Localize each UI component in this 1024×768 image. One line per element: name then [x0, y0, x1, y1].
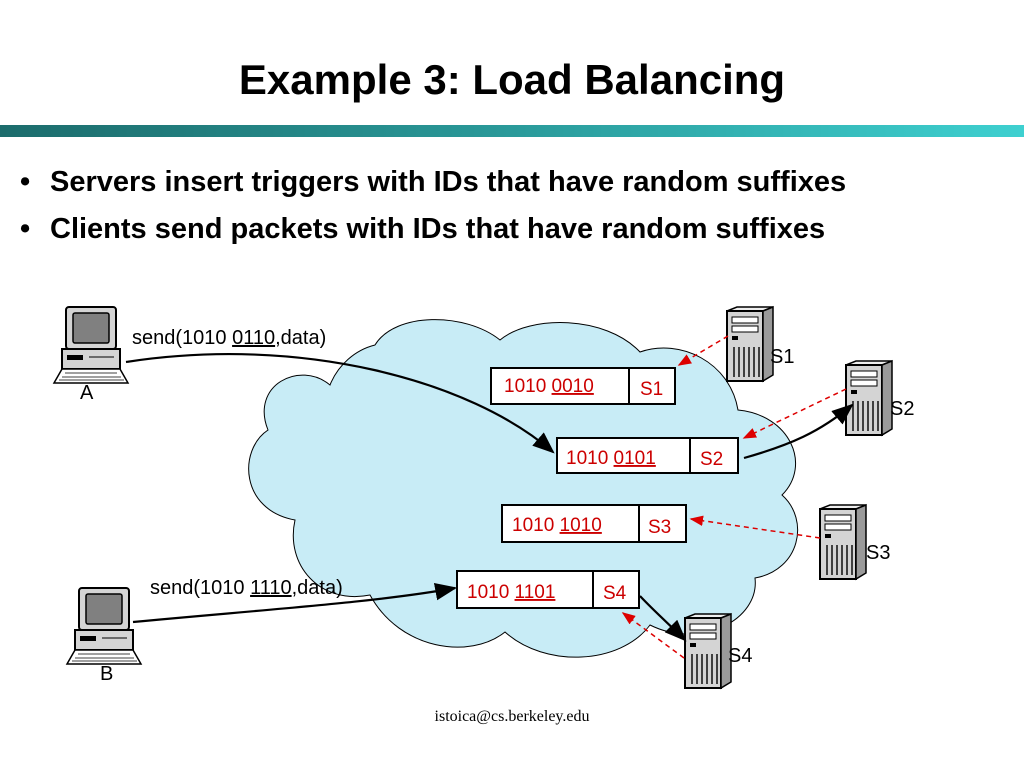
bullet-item: • Clients send packets with IDs that have…	[20, 207, 846, 254]
client-a-icon	[53, 306, 129, 384]
bullet-text: Servers insert triggers with IDs that ha…	[50, 166, 847, 198]
server-s4-icon	[684, 613, 732, 689]
bullet-list: • Servers insert triggers with IDs that h…	[20, 160, 846, 254]
trigger-id: 1010 0010	[504, 376, 594, 397]
arrow-trigger-to-s2	[743, 403, 854, 460]
server-s1-label: S1	[770, 346, 794, 368]
server-s4-label: S4	[728, 645, 752, 667]
trigger-s2: 1010 0101 S2	[556, 437, 739, 474]
insert-arrow-s1	[677, 335, 729, 366]
title-divider	[0, 125, 1024, 137]
footer-email: istoica@cs.berkeley.edu	[434, 708, 590, 725]
client-a-send-label: send(1010 0110,data)	[132, 327, 326, 349]
trigger-server: S4	[603, 583, 627, 604]
server-s2-label: S2	[890, 398, 914, 420]
arrow-a-to-trigger	[125, 353, 555, 454]
client-a-label: A	[80, 382, 94, 404]
arrow-trigger-to-s4	[639, 595, 687, 642]
server-s3-icon	[819, 504, 867, 580]
trigger-s3: 1010 1010 S3	[501, 504, 687, 543]
server-s3-label: S3	[866, 542, 890, 564]
trigger-server: S1	[640, 379, 663, 400]
server-s2-icon	[845, 360, 893, 436]
bullet-dot: •	[20, 213, 31, 245]
trigger-id: 1010 0101	[566, 448, 656, 469]
arrow-b-to-trigger	[132, 582, 458, 624]
bullet-text: Clients send packets with IDs that have …	[50, 213, 826, 245]
slide-title: Example 3: Load Balancing	[238, 56, 786, 103]
trigger-s4: 1010 1101 S4	[456, 570, 640, 609]
bullet-item: • Servers insert triggers with IDs that h…	[20, 160, 846, 207]
bullet-dot: •	[20, 166, 31, 198]
trigger-server: S3	[648, 517, 671, 538]
client-b-icon	[66, 587, 142, 665]
insert-arrow-s3	[689, 515, 821, 539]
trigger-id: 1010 1101	[467, 582, 555, 603]
trigger-id: 1010 1010	[512, 515, 602, 536]
insert-arrow-s2	[742, 388, 847, 439]
client-b-label: B	[100, 663, 113, 685]
trigger-server: S2	[700, 449, 723, 470]
server-s1-icon	[726, 306, 774, 382]
client-b-send-label: send(1010 1110,data)	[150, 577, 343, 599]
insert-arrow-s4	[621, 612, 685, 659]
trigger-s1: 1010 0010 S1	[490, 367, 676, 405]
